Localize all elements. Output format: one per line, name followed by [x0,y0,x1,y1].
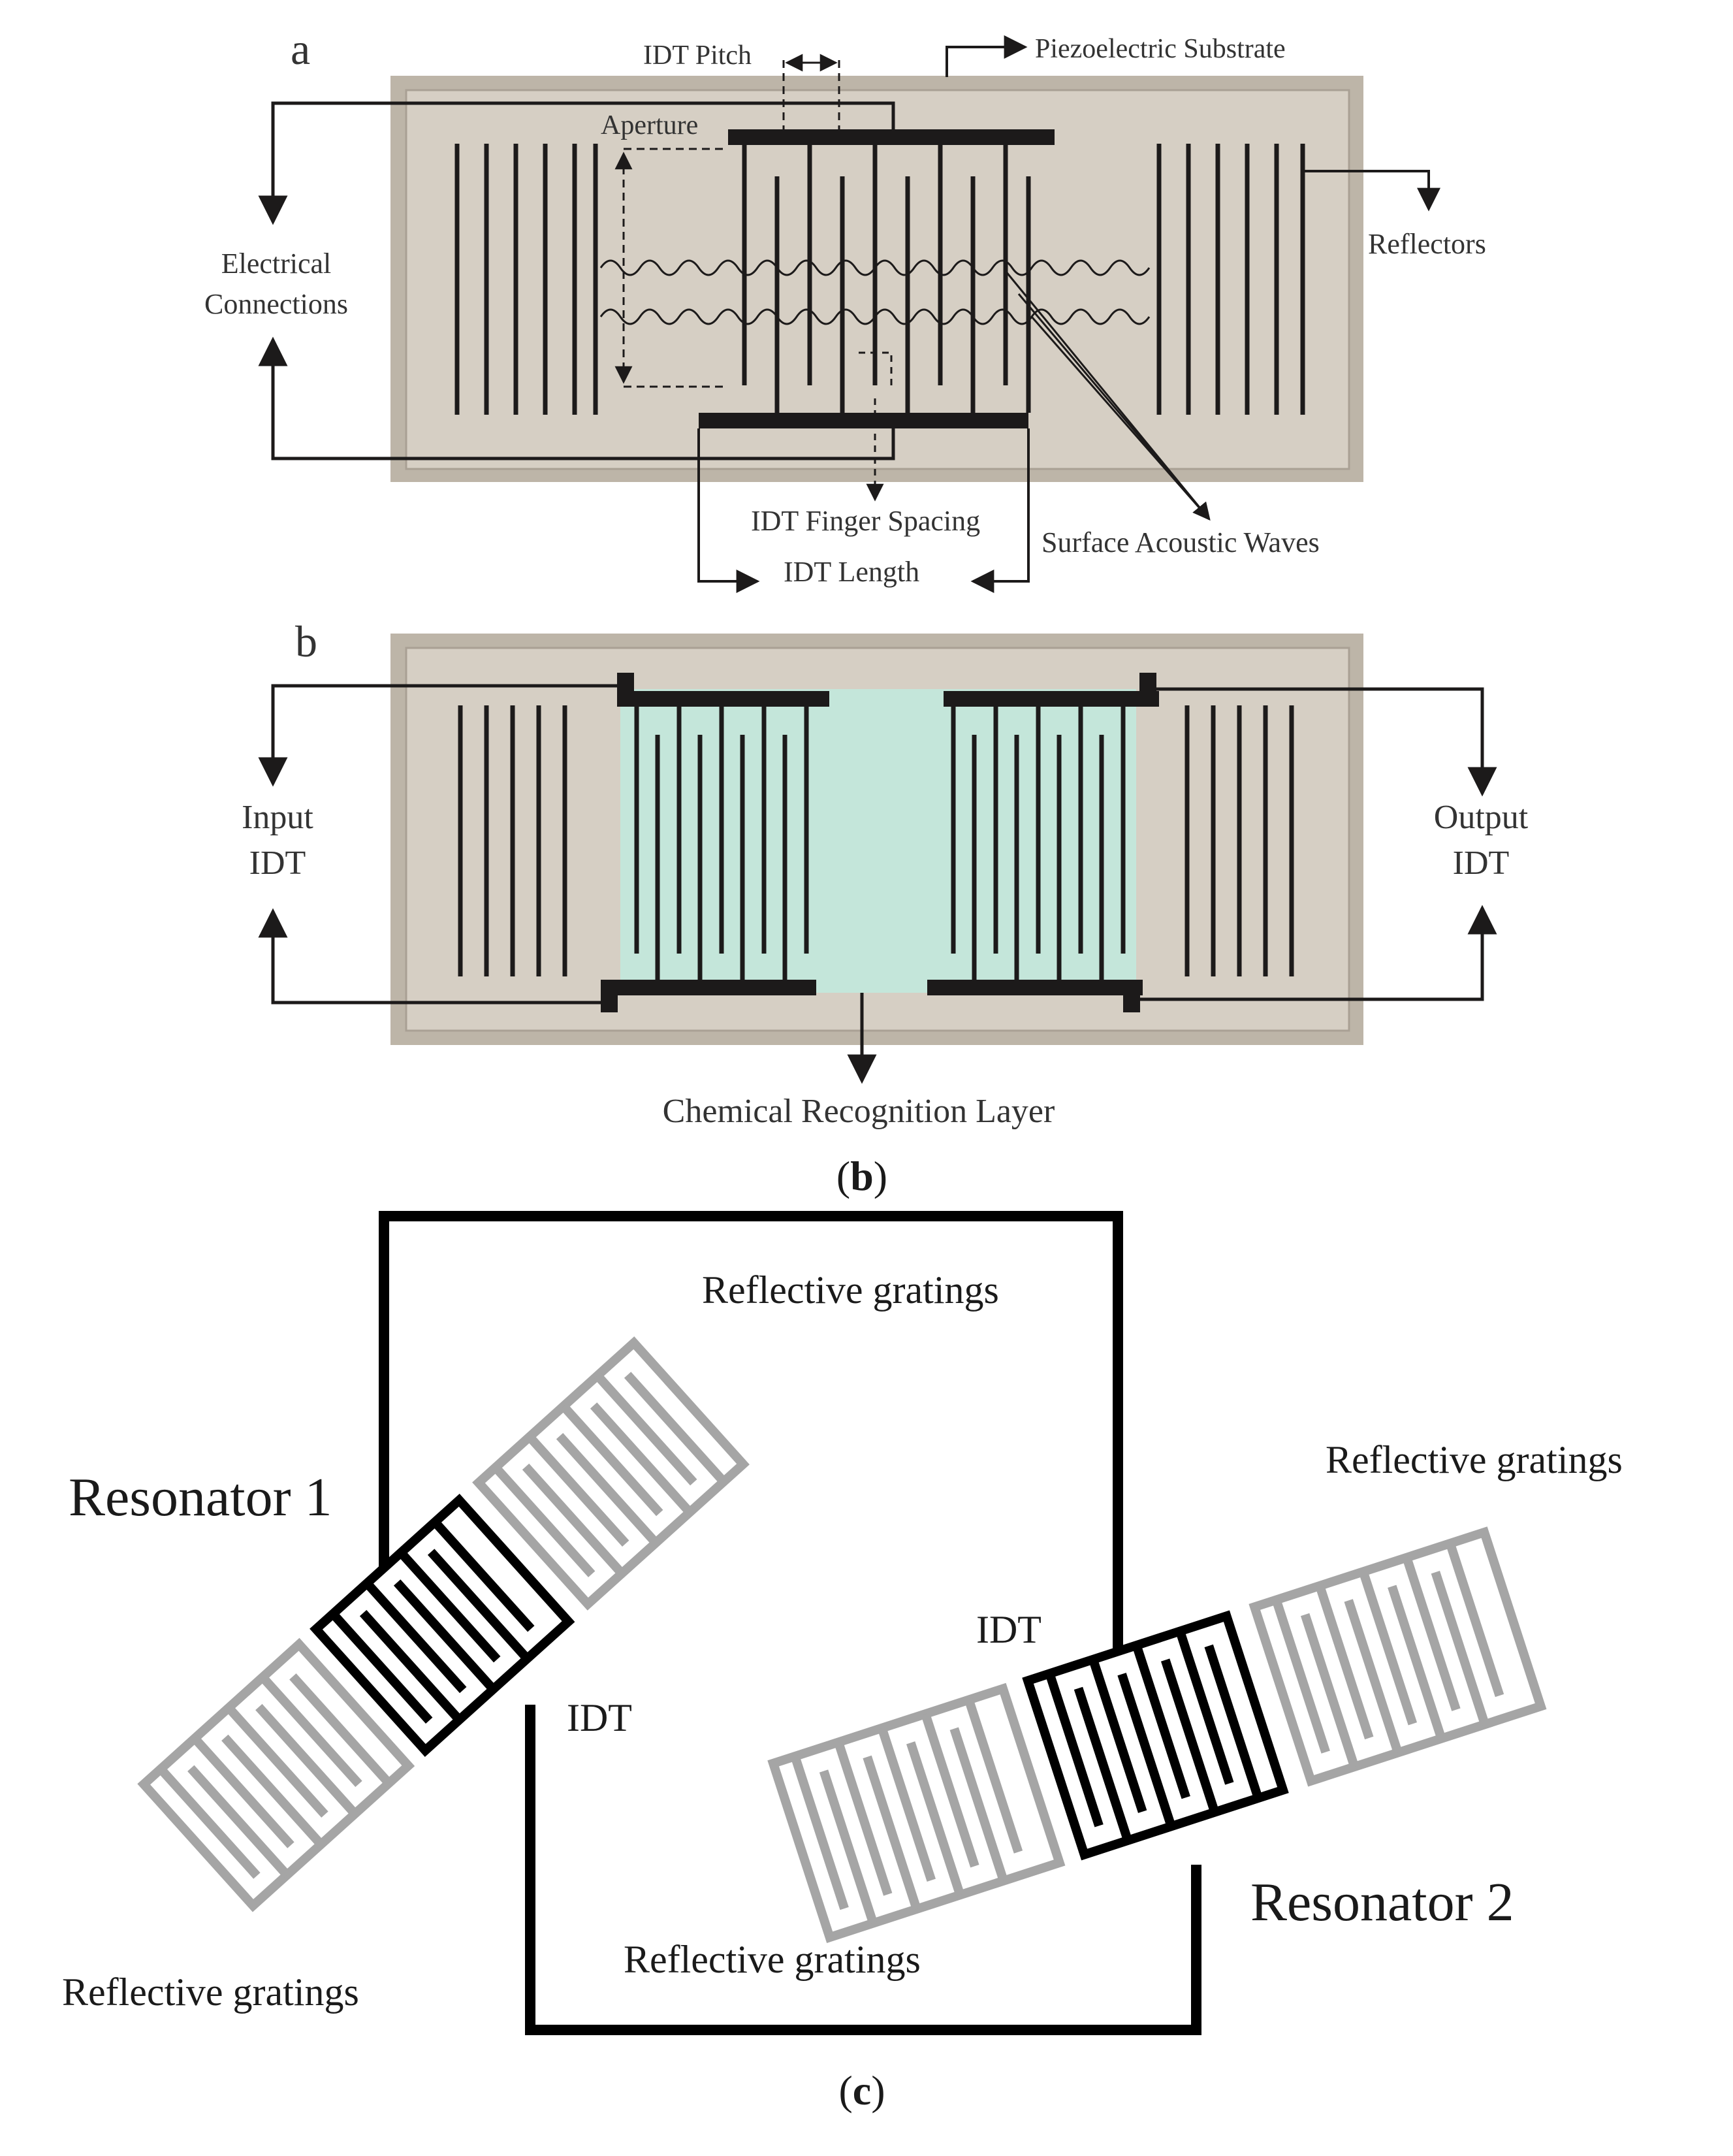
output-idt-arrow-top [1156,687,1497,797]
electrical-connections-label-2: Connections [204,288,348,320]
aperture-marker [614,148,725,388]
idt-length-right-arrow [970,428,1030,593]
reflector-left-a [454,144,598,415]
reflector-left-b [458,705,567,976]
idt-fingers-bottom-a [774,176,1031,413]
reflector-right-b [1184,705,1294,976]
resonator-2-idt [1022,1610,1289,1861]
output-idt-fingers [951,707,1126,980]
reflectors-label: Reflectors [1368,228,1486,260]
gratings-bottom-mid-label: Reflective gratings [624,1938,921,1981]
electrical-connections-label-1: Electrical [221,248,332,280]
output-idt-arrow-bottom [1140,905,1497,1001]
input-idt-arrow-bottom [258,908,601,1005]
input-idt [601,673,829,1012]
resonator-wire-bottom [525,1705,1201,2035]
resonator-2-label: Resonator 2 [1250,1872,1514,1933]
resonator-2-grating-right [1248,1526,1547,1787]
saw-pointer-lines [1004,270,1211,521]
output-idt [927,673,1159,1012]
resonator-1-grating-right [472,1336,750,1611]
idt-busbar-top-a [728,129,1055,145]
resonator-1-grating-left [137,1637,415,1912]
output-idt-label-1: Output [1434,799,1529,836]
input-idt-label-2: IDT [249,845,306,882]
caption-b: (b) [836,1153,887,1199]
surface-waves-a [599,259,1151,325]
panel-b: b [242,617,1529,1199]
resonator-1 [137,1336,750,1912]
substrate-arrow [946,35,1028,77]
reflectors-arrow [1305,170,1440,212]
resonator-wire-top [379,1211,1123,1649]
resonator-1-label: Resonator 1 [69,1467,332,1528]
electrical-connection-top [258,101,895,225]
idt-fingers-top-a [742,145,1008,385]
idt-2-label: IDT [976,1608,1041,1651]
panel-b-tag: b [295,617,317,666]
panel-c: Resonator 1 Resonator 2 Reflective grati… [62,1211,1623,2114]
resonator-2 [767,1526,1547,1944]
reflector-right-a [1156,144,1305,415]
resonator-2-grating-left [767,1682,1066,1944]
aperture-label: Aperture [601,110,698,140]
gratings-right-label: Reflective gratings [1326,1438,1623,1481]
substrate-label: Piezoelectric Substrate [1035,34,1286,64]
input-idt-label-1: Input [242,799,313,836]
gratings-bottom-left-label: Reflective gratings [62,1971,359,2014]
idt-pitch-marker [782,54,840,129]
idt-pitch-label: IDT Pitch [643,40,752,71]
idt-busbar-bottom-a [699,413,1028,428]
chemical-recognition-layer [620,689,1136,993]
idt-length-left-arrow [697,428,760,593]
panel-a: a [204,24,1486,593]
panel-a-tag: a [291,24,310,74]
input-idt-arrow-top [258,684,617,787]
input-idt-fingers [634,707,809,980]
idt-1-label: IDT [567,1696,632,1739]
caption-c: (c) [838,2067,885,2114]
surface-acoustic-waves-label: Surface Acoustic Waves [1041,526,1320,558]
resonator-1-idt [310,1493,575,1757]
idt-length-label: IDT Length [784,556,919,588]
chemical-layer-label: Chemical Recognition Layer [663,1093,1055,1130]
gratings-top-label: Reflective gratings [702,1268,999,1311]
output-idt-label-2: IDT [1453,845,1510,882]
electrical-connection-bottom [258,336,895,460]
idt-finger-spacing-label: IDT Finger Spacing [751,505,980,537]
